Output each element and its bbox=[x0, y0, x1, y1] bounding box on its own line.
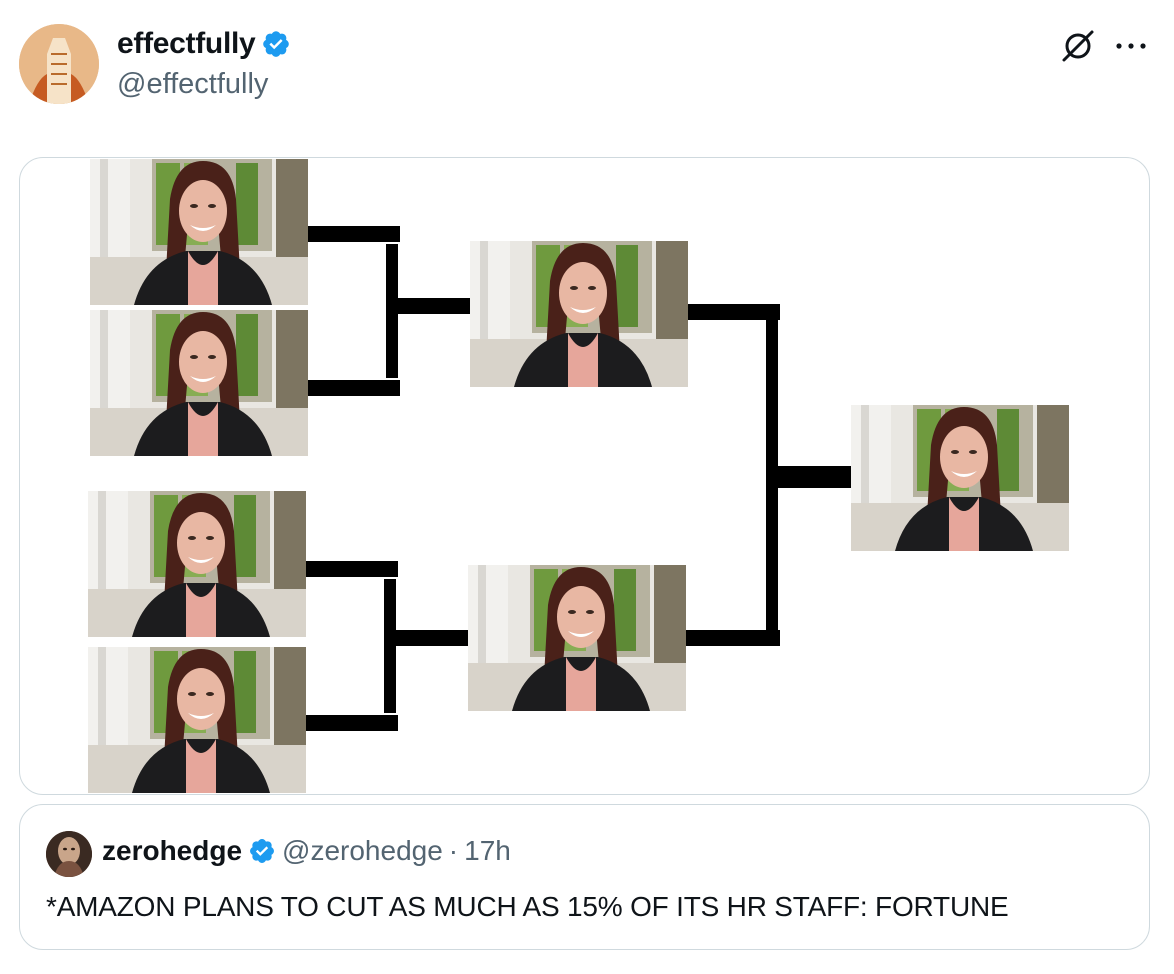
bracket-image[interactable] bbox=[19, 157, 1150, 795]
bracket-line bbox=[686, 630, 780, 646]
bracket-photo-round2-2 bbox=[468, 565, 686, 711]
bracket-photo-round1-1 bbox=[90, 159, 308, 305]
bracket-line bbox=[306, 561, 398, 577]
bracket-line bbox=[308, 380, 400, 396]
bracket-line bbox=[766, 320, 778, 630]
bracket-line bbox=[384, 579, 396, 713]
verified-badge-icon bbox=[248, 837, 276, 865]
verified-badge-icon bbox=[261, 29, 291, 59]
bracket-photo-round1-3 bbox=[88, 491, 306, 637]
quoted-author-handle[interactable]: @zerohedge bbox=[282, 835, 443, 866]
bracket-line bbox=[688, 304, 780, 320]
bracket-photo-round1-2 bbox=[90, 310, 308, 456]
quoted-post[interactable]: zerohedge @zerohedge · 17h *AMAZON PLANS… bbox=[19, 804, 1150, 950]
quoted-timestamp[interactable]: 17h bbox=[464, 835, 511, 866]
bracket-line bbox=[398, 298, 470, 314]
bracket-photo-round2-1 bbox=[470, 241, 688, 387]
bracket-line bbox=[308, 226, 400, 242]
bracket-line bbox=[396, 630, 468, 646]
quoted-author-avatar[interactable] bbox=[46, 831, 92, 877]
bracket-photo-round1-4 bbox=[88, 647, 306, 793]
grok-icon[interactable] bbox=[1058, 26, 1098, 66]
post-header: effectfully @effectfully bbox=[0, 0, 1174, 130]
bracket-line bbox=[778, 466, 851, 488]
quoted-author-display-name[interactable]: zerohedge bbox=[102, 835, 243, 866]
meta-separator: · bbox=[448, 835, 459, 866]
bracket-photo-winner bbox=[851, 405, 1069, 551]
author-display-name[interactable]: effectfully bbox=[117, 27, 256, 60]
quoted-post-text: *AMAZON PLANS TO CUT AS MUCH AS 15% OF I… bbox=[46, 891, 1009, 922]
bracket-line bbox=[306, 715, 398, 731]
author-handle[interactable]: @effectfully bbox=[117, 68, 269, 100]
author-avatar[interactable] bbox=[19, 24, 99, 104]
more-icon[interactable] bbox=[1111, 36, 1151, 56]
bracket-line bbox=[386, 244, 398, 378]
